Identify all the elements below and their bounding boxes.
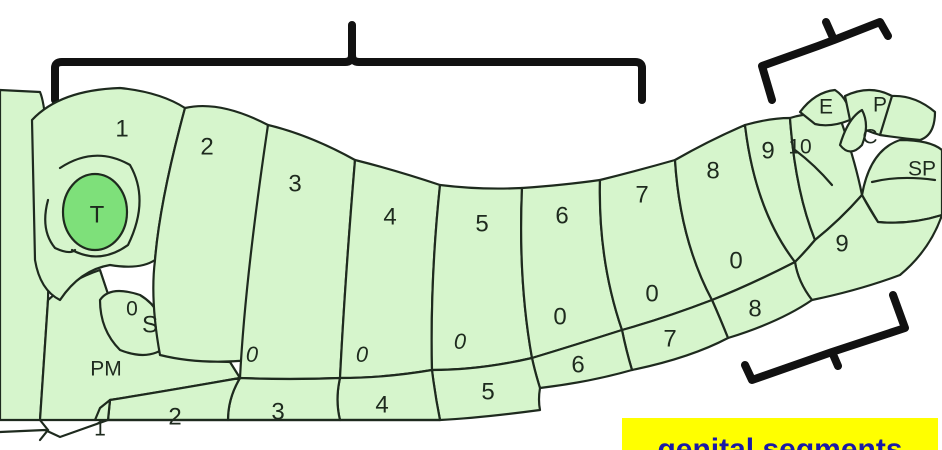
sternum-4 xyxy=(338,370,441,420)
spiracle-1-mark: 0 xyxy=(126,298,138,321)
sternum-6-label: 6 xyxy=(571,351,584,378)
subgenital-plate-label: SP xyxy=(908,158,936,181)
tergum-1-label: 1 xyxy=(115,115,128,142)
tergum-5-label: 5 xyxy=(475,210,488,237)
epiproct-label: E xyxy=(819,96,833,119)
sternum-3-label: 3 xyxy=(271,398,284,425)
tergum-3-label: 3 xyxy=(288,170,301,197)
tergum-6-label: 6 xyxy=(555,202,568,229)
spiracle-3-mark: 0 xyxy=(246,342,259,367)
tergum-9-label: 9 xyxy=(761,137,774,164)
tergum-10-label: 10 xyxy=(788,136,811,159)
sternum-9-label: 9 xyxy=(835,230,848,257)
spiracle-6-mark: 0 xyxy=(553,303,566,330)
pregenital-bracket xyxy=(55,25,642,100)
tergum-8-label: 8 xyxy=(706,157,719,184)
sternum-2-label: 2 xyxy=(168,403,181,430)
genital-segments-caption: genital segments xyxy=(622,418,938,450)
tergum-7-label: 7 xyxy=(635,181,648,208)
sternum-1-label: 1 xyxy=(94,418,106,441)
tergum-4-label: 4 xyxy=(383,203,396,230)
tergum-2-label: 2 xyxy=(200,133,213,160)
tympanum-label: T xyxy=(90,201,105,228)
ventral-baseline xyxy=(0,420,440,437)
sternum-4-label: 4 xyxy=(375,391,388,418)
spiracle-4-mark: 0 xyxy=(356,342,369,367)
spiracle-8-mark: 0 xyxy=(729,247,742,274)
sternum-8-label: 8 xyxy=(748,295,761,322)
cercus-label: C xyxy=(862,126,877,149)
terminal-bracket xyxy=(762,22,888,100)
paraproct-label: P xyxy=(873,94,887,117)
spiracle-s-label: S xyxy=(142,311,158,338)
sternum-5-label: 5 xyxy=(481,378,494,405)
spiracle-5-mark: 0 xyxy=(454,329,467,354)
pleural-membrane-label: PM xyxy=(90,358,122,381)
spiracle-7-mark: 0 xyxy=(645,280,658,307)
sternum-7-label: 7 xyxy=(663,325,676,352)
